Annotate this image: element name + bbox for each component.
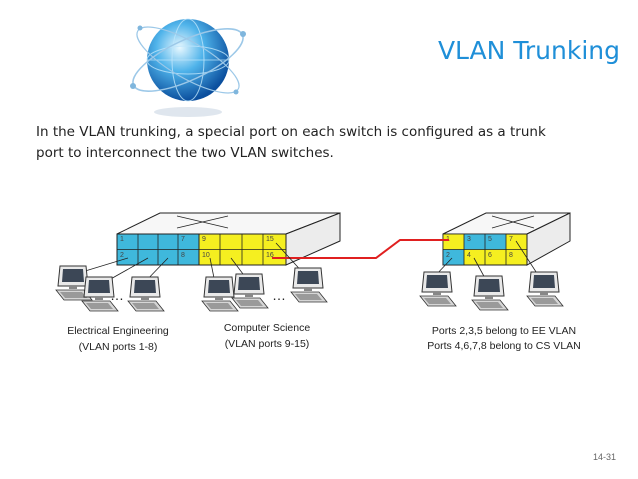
left-port-1: 1 xyxy=(120,236,124,243)
right-port-2: 2 xyxy=(446,252,450,259)
desktop-computer-icon xyxy=(419,271,457,307)
page-number: 14-31 xyxy=(592,452,616,462)
left-port-16: 16 xyxy=(266,252,274,259)
slide-title: VLAN Trunking xyxy=(437,36,620,65)
left-port-2: 2 xyxy=(120,252,124,259)
right-port-6: 6 xyxy=(488,252,492,259)
left-port-15: 15 xyxy=(266,236,274,243)
left-port-9: 9 xyxy=(202,236,206,243)
right-port-3: 3 xyxy=(467,236,471,243)
body-line-1: In the VLAN trunking, a special port on … xyxy=(36,124,546,140)
left-port-8: 8 xyxy=(181,252,185,259)
cs-ellipsis: … xyxy=(272,287,286,303)
left-switch: 1 7 9 15 2 8 10 16 xyxy=(116,212,341,266)
right-port-8: 8 xyxy=(509,252,513,259)
vlan-membership-line2: Ports 4,6,7,8 belong to CS VLAN xyxy=(427,340,581,352)
desktop-computer-icon xyxy=(471,275,509,311)
cs-caption-line1: Computer Science xyxy=(224,322,311,334)
ee-ellipsis: … xyxy=(110,287,124,303)
left-port-7: 7 xyxy=(181,236,185,243)
desktop-computer-icon xyxy=(290,267,328,303)
desktop-computer-icon xyxy=(526,271,564,307)
right-port-5: 5 xyxy=(488,236,492,243)
body-line-2: port to interconnect the two VLAN switch… xyxy=(36,145,334,161)
left-port-10: 10 xyxy=(202,252,210,259)
right-port-7: 7 xyxy=(509,236,513,243)
right-switch: 1 3 5 7 2 4 6 8 xyxy=(442,212,571,266)
desktop-computer-icon xyxy=(231,273,269,309)
ee-caption-line1: Electrical Engineering xyxy=(67,325,169,337)
desktop-computer-icon xyxy=(201,276,239,312)
desktop-computer-icon xyxy=(127,276,165,312)
vlan-membership-line1: Ports 2,3,5 belong to EE VLAN xyxy=(432,325,576,337)
ee-caption-line2: (VLAN ports 1-8) xyxy=(79,341,158,353)
cs-caption-line2: (VLAN ports 9-15) xyxy=(225,338,310,350)
globe-logo-icon xyxy=(130,18,246,117)
slide-body: In the VLAN trunking, a special port on … xyxy=(36,122,616,164)
trunk-link xyxy=(272,239,449,259)
right-port-4: 4 xyxy=(467,252,471,259)
